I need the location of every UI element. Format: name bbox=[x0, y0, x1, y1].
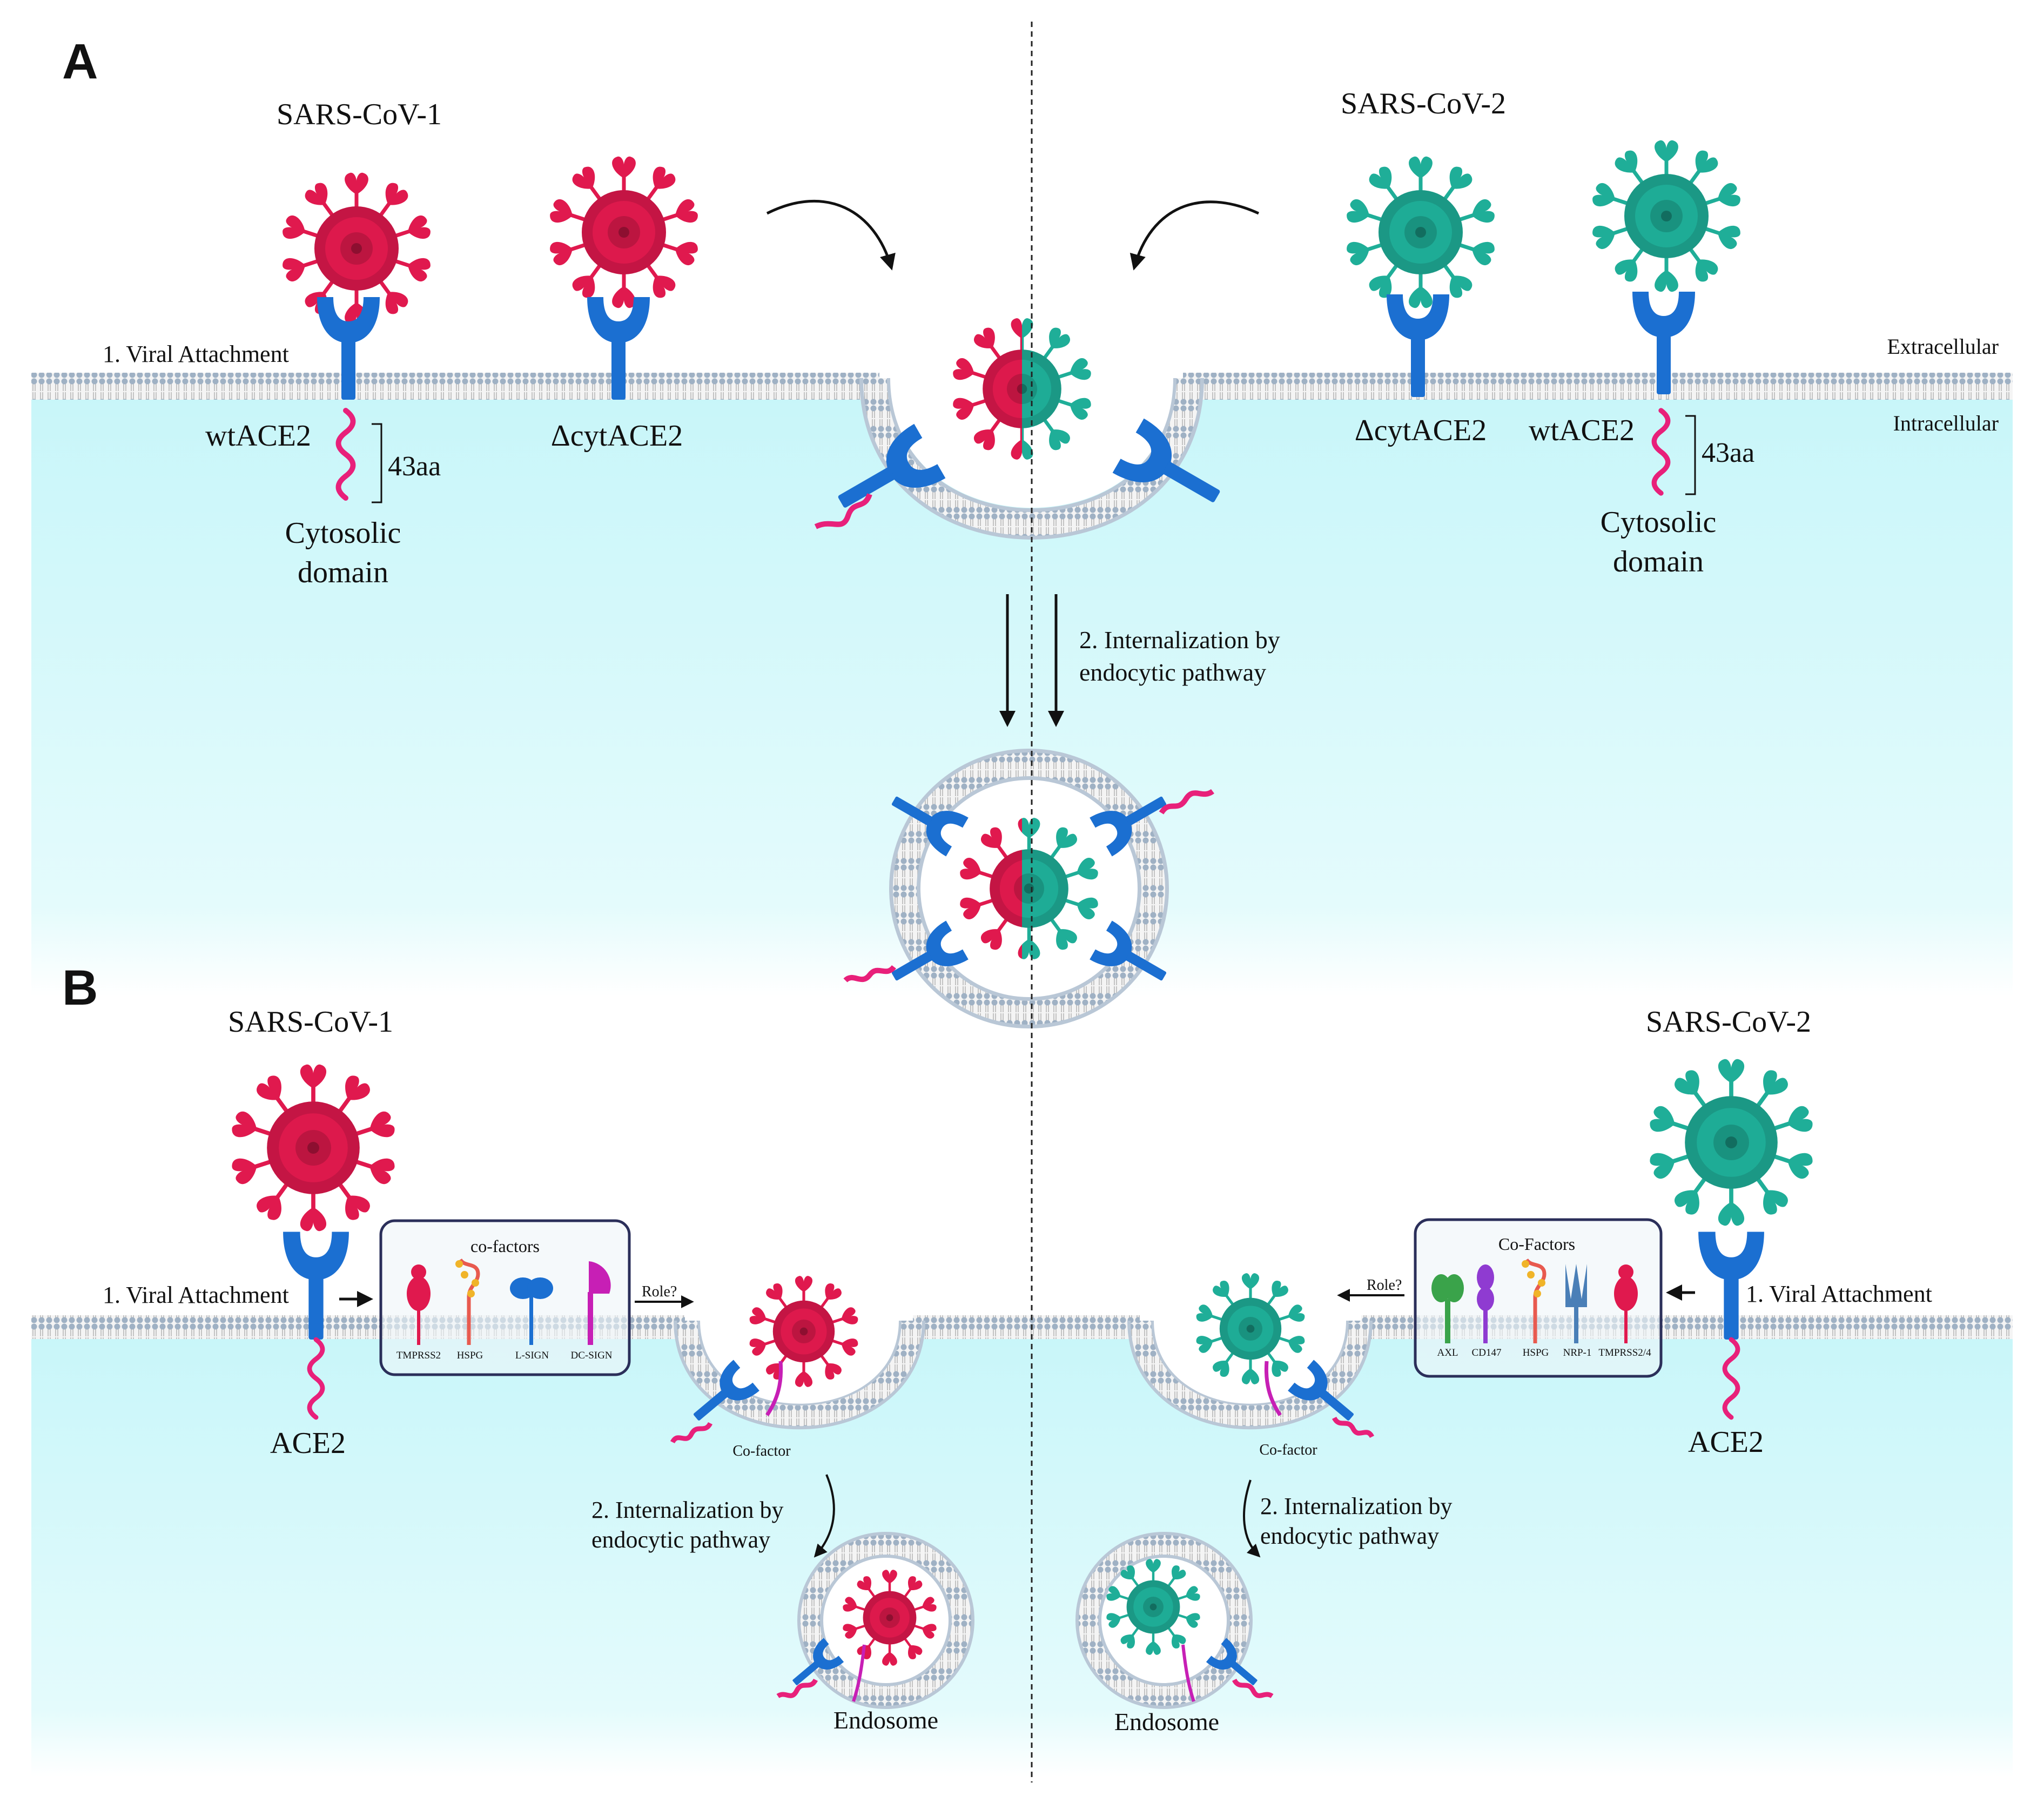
sars-cov-1-virus-wt bbox=[281, 173, 432, 324]
tmprss2-4-icon bbox=[1614, 1264, 1638, 1343]
b-internalization-arrow-left bbox=[813, 1474, 835, 1558]
b-label-endosome-right: Endosome bbox=[1114, 1708, 1219, 1735]
a-label-43aa-right: 43aa bbox=[1702, 438, 1754, 468]
axl-icon bbox=[1431, 1274, 1464, 1343]
a-label-dcytace2-left: ΔcytACE2 bbox=[551, 419, 683, 453]
panel-a-membrane-right bbox=[1183, 373, 2013, 400]
b-pit-cofactor-left bbox=[765, 1361, 783, 1416]
cofactors-right-title: Co-Factors bbox=[1498, 1234, 1575, 1254]
arrow-into-pit-right bbox=[1129, 200, 1260, 271]
panel-a: A bbox=[31, 34, 2013, 1028]
cofactor-label-cd147: CD147 bbox=[1472, 1347, 1502, 1358]
cofactor-label-axl: AXL bbox=[1437, 1347, 1458, 1358]
b-internalization-arrow-right bbox=[1243, 1479, 1261, 1558]
b-endosome-tail-right bbox=[1232, 1678, 1274, 1699]
b-label-endosome-left: Endosome bbox=[833, 1706, 938, 1734]
sars-cov-2-virus-dcyt bbox=[1345, 157, 1496, 308]
a-label-sars-cov-1: SARS-CoV-1 bbox=[277, 98, 442, 131]
b-label-internalization-right-2: endocytic pathway bbox=[1260, 1523, 1439, 1549]
sars-cov-1-virus-dcyt bbox=[548, 157, 700, 308]
b-sars-cov-2-virus bbox=[1648, 1059, 1814, 1226]
b-label-sars-cov-2: SARS-CoV-2 bbox=[1646, 1005, 1811, 1039]
aa-bracket-right bbox=[1685, 415, 1696, 495]
a-label-extracellular: Extracellular bbox=[1887, 334, 1999, 359]
b-label-internalization-left-2: endocytic pathway bbox=[591, 1526, 770, 1553]
b-endosome-tail-left bbox=[776, 1678, 818, 1699]
panel-a-membrane-left bbox=[31, 373, 879, 400]
cofactor-label-tmprss2-4: TMPRSS2/4 bbox=[1598, 1347, 1651, 1358]
b-label-viral-attachment-left: 1. Viral Attachment bbox=[103, 1282, 289, 1308]
nrp-1-icon bbox=[1565, 1264, 1587, 1343]
a-label-internalization-1: 2. Internalization by bbox=[1079, 626, 1280, 654]
cofactor-label-nrp-1: NRP-1 bbox=[1563, 1347, 1592, 1358]
cofactors-box-left: co-factors bbox=[379, 1219, 631, 1376]
a-label-viral-attachment: 1. Viral Attachment bbox=[103, 341, 289, 367]
b-sars-cov-1-virus bbox=[230, 1065, 396, 1231]
b-label-internalization-left-1: 2. Internalization by bbox=[591, 1497, 784, 1523]
b-pit-tail-right bbox=[1332, 1416, 1375, 1438]
a-label-cytosolic-left: Cytosolic bbox=[285, 516, 401, 550]
aa-bracket-left bbox=[372, 423, 382, 503]
panel-b: B co-factors bbox=[31, 960, 2013, 1777]
b-label-cofactor-left: Co-factor bbox=[732, 1443, 791, 1459]
cd147-icon bbox=[1477, 1264, 1494, 1343]
b-label-cofactor-right: Co-factor bbox=[1259, 1442, 1317, 1458]
a-label-internalization-2: endocytic pathway bbox=[1079, 658, 1266, 686]
dc-sign-icon bbox=[588, 1261, 611, 1345]
hspg-icon bbox=[1522, 1258, 1547, 1343]
panel-b-cytoplasm bbox=[31, 1329, 2013, 1777]
a-label-domain-left: domain bbox=[298, 556, 388, 589]
tmprss2-icon bbox=[407, 1264, 431, 1345]
cofactor-label-hspg-left: HSPG bbox=[457, 1350, 483, 1361]
a-label-sars-cov-2: SARS-CoV-2 bbox=[1341, 87, 1506, 120]
a-label-dcytace2-right: ΔcytACE2 bbox=[1355, 414, 1487, 447]
a-label-cytosolic-right: Cytosolic bbox=[1601, 506, 1717, 539]
a-label-wtace2-left: wtACE2 bbox=[205, 419, 311, 453]
hspg-icon bbox=[455, 1258, 480, 1345]
cofactors-left-title: co-factors bbox=[470, 1236, 540, 1256]
a-label-domain-right: domain bbox=[1613, 545, 1704, 578]
a-label-43aa-left: 43aa bbox=[388, 451, 441, 482]
b-pit-cofactor-right bbox=[1264, 1361, 1282, 1416]
l-sign-icon bbox=[510, 1277, 553, 1345]
cofactors-box-right: Co-Factors bbox=[1414, 1218, 1663, 1378]
cofactor-label-l-sign: L-SIGN bbox=[515, 1350, 549, 1361]
cofactor-label-dc-sign: DC-SIGN bbox=[570, 1350, 612, 1361]
pit-tail-left bbox=[814, 493, 872, 529]
cofactor-label-tmprss2: TMPRSS2 bbox=[396, 1350, 441, 1361]
endosome-tail-bl bbox=[843, 965, 896, 983]
cofactor-label-hspg-right: HSPG bbox=[1523, 1347, 1549, 1358]
sars-cov-2-virus-wt bbox=[1591, 140, 1742, 292]
b-label-ace2-right: ACE2 bbox=[1688, 1425, 1764, 1459]
b-label-sars-cov-1: SARS-CoV-1 bbox=[228, 1005, 393, 1039]
b-label-role-right: Role? bbox=[1367, 1277, 1402, 1294]
panel-b-letter: B bbox=[62, 960, 98, 1015]
a-label-intracellular: Intracellular bbox=[1893, 411, 1999, 435]
a-label-wtace2-right: wtACE2 bbox=[1529, 414, 1635, 447]
b-label-role-left: Role? bbox=[642, 1283, 677, 1300]
b-label-internalization-right-1: 2. Internalization by bbox=[1260, 1493, 1453, 1519]
endosome-tail-tr bbox=[1159, 789, 1214, 815]
b-endosome-cofactor-right bbox=[1181, 1644, 1195, 1702]
b-endosome-cofactor-left bbox=[852, 1644, 866, 1702]
arrow-into-pit-left bbox=[766, 199, 896, 271]
b-label-ace2-left: ACE2 bbox=[270, 1427, 346, 1460]
panel-b-membrane-mid bbox=[913, 1315, 1140, 1339]
panel-a-letter: A bbox=[62, 34, 98, 89]
b-label-viral-attachment-right: 1. Viral Attachment bbox=[1746, 1281, 1932, 1307]
b-pit-tail-left bbox=[670, 1422, 713, 1444]
